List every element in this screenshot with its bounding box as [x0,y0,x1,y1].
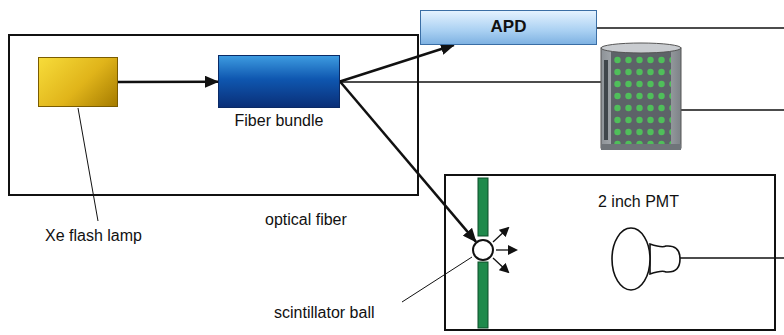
node-label: scintillator ball [274,303,374,322]
scintillator-ball: scintillator ball [472,239,494,261]
label-holder: APD [421,11,596,44]
node-label: 2 inch PMT [598,192,679,211]
light-source-housing [9,35,418,195]
apd-box: APD [420,10,597,45]
node-label: Xe flash lamp [45,226,142,245]
flash-lamp: Xe flash lamp [38,57,118,107]
text-label: optical fiber [265,211,347,229]
signal-wire [680,257,784,259]
light-ray [493,228,508,242]
pmt-outline [610,226,682,292]
holder-bar [478,178,488,236]
node-label: APD [491,17,527,37]
detector-illustration [601,43,681,150]
arrow-connector [340,45,454,82]
optical-fiber-line [340,81,603,83]
test-bench-housing [445,175,775,330]
leader-line [78,108,98,221]
signal-wire [680,109,784,111]
holder-bar [478,262,488,328]
node-label: Fiber bundle [219,111,339,130]
light-ray [496,249,516,250]
fiber-bundle: Fiber bundle [218,55,340,108]
leader-line [402,257,472,302]
pmt: 2 inch PMT [610,226,682,292]
arrow-connector [118,80,218,83]
light-ray [493,258,508,272]
signal-wire [597,27,784,29]
arrow-connector [340,82,476,242]
